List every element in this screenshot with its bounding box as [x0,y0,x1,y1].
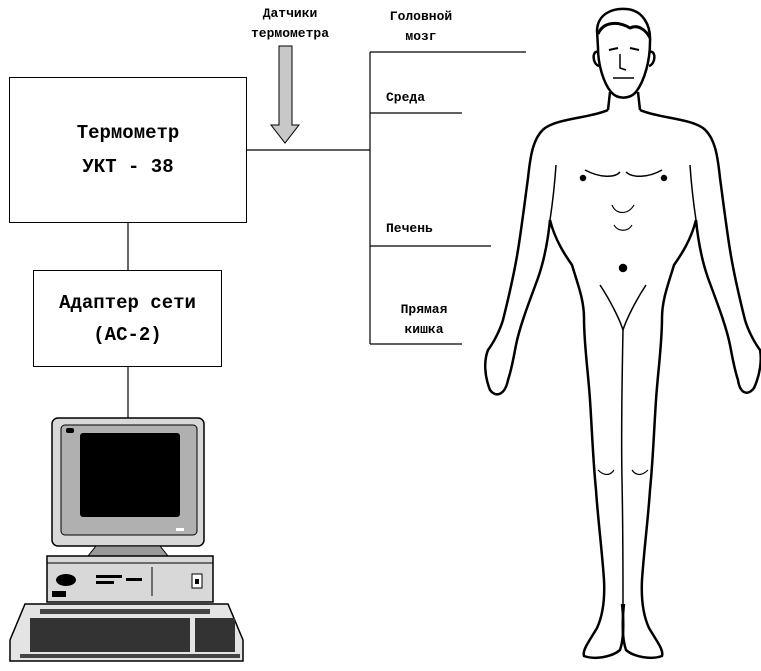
site-brain-line2: мозг [370,27,472,47]
sensors-label-line2: термометра [232,24,348,44]
sensors-label-line1: Датчики [232,4,348,24]
thermometer-box: Термометр УКТ - 38 [9,77,247,223]
down-arrow-icon [271,46,299,143]
site-brain-label: Головной мозг [370,7,472,47]
adapter-title: Адаптер сети [59,287,196,319]
adapter-box: Адаптер сети (АС-2) [33,270,222,367]
site-environment-label: Среда [386,88,425,108]
thermometer-model: УКТ - 38 [82,150,173,184]
site-liver-label: Печень [386,219,433,239]
thermometer-title: Термометр [77,116,180,150]
computer-icon [10,418,243,661]
site-rectum-line1: Прямая [378,300,470,320]
adapter-model: (АС-2) [93,319,161,351]
site-rectum-line2: кишка [378,320,470,340]
sensors-label: Датчики термометра [232,4,348,44]
site-brain-line1: Головной [370,7,472,27]
human-figure-icon [485,9,761,658]
site-rectum-label: Прямая кишка [378,300,470,340]
